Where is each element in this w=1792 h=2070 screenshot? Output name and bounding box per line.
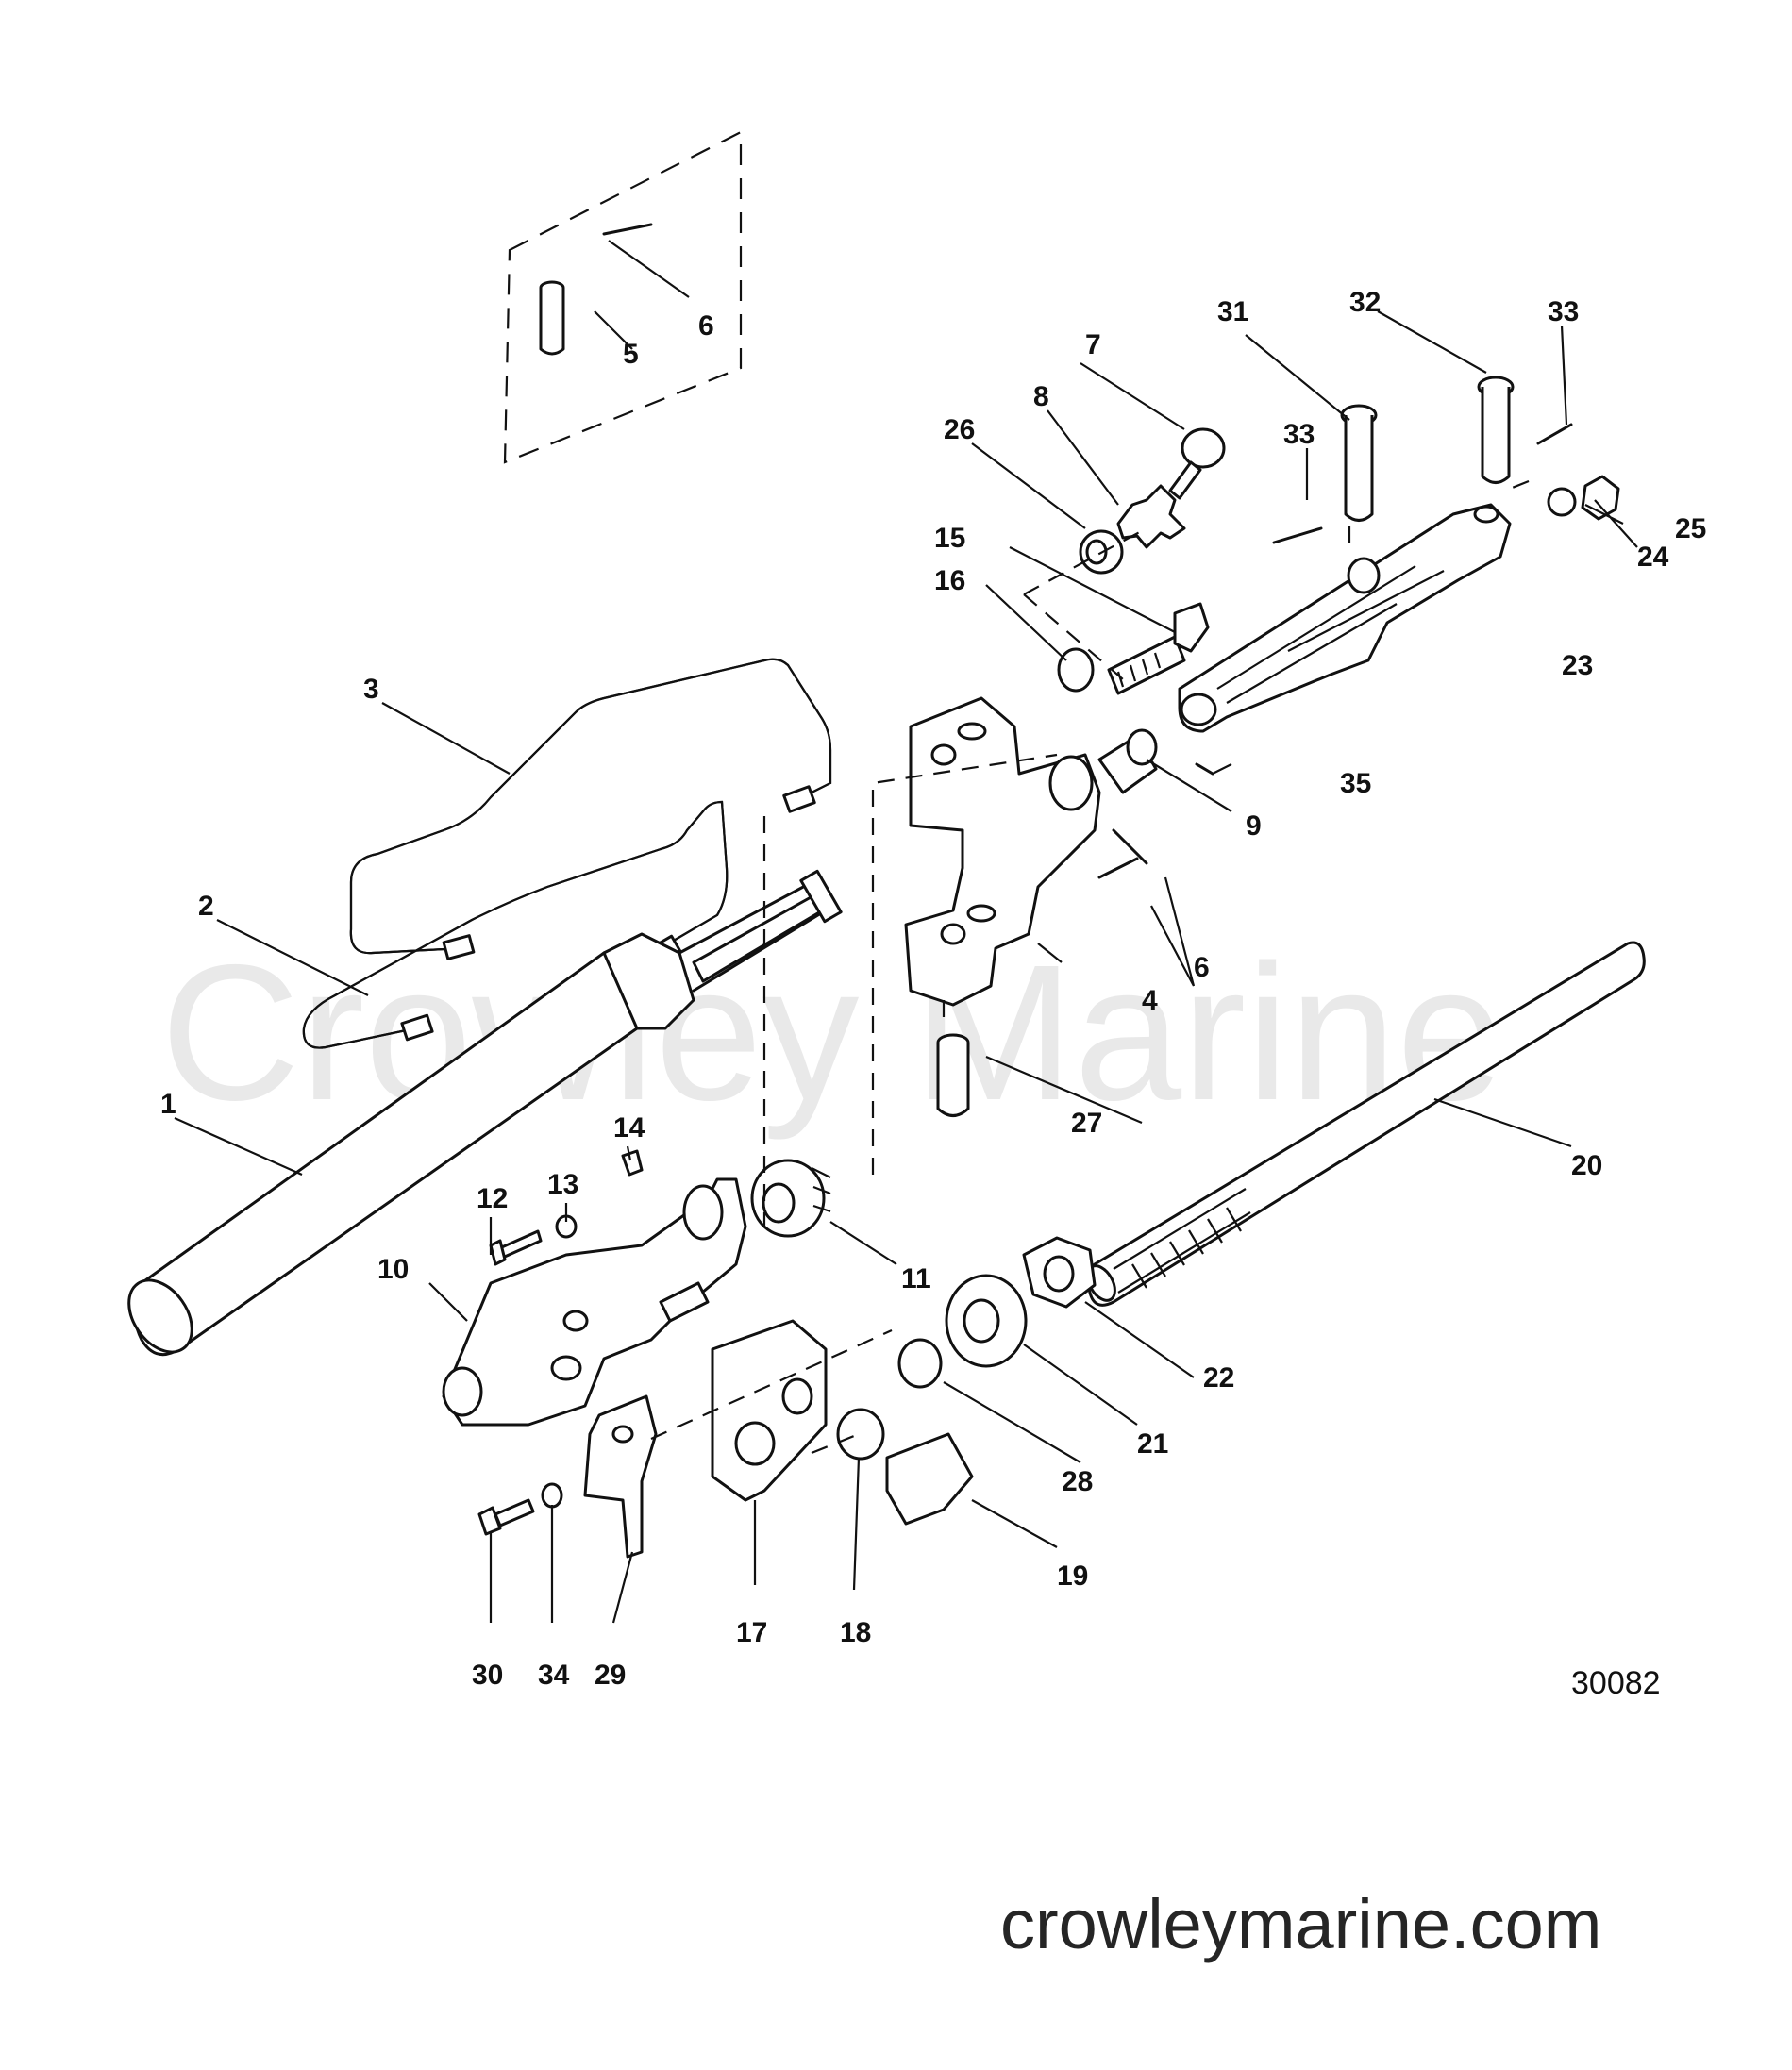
callout-10: 10 — [377, 1254, 409, 1285]
callout-4: 4 — [1142, 985, 1158, 1016]
part-4-bracket — [904, 696, 1101, 1007]
callout-15: 15 — [934, 523, 965, 554]
part-24-washer — [1547, 487, 1577, 517]
callout-8: 8 — [1033, 381, 1049, 412]
callout-32: 32 — [1349, 287, 1381, 318]
part-34-washer — [541, 1482, 563, 1509]
part-16-washer — [1057, 647, 1095, 693]
footer-site-url: crowleymarine.com — [1000, 1885, 1601, 1963]
part-32-clevis-pin — [1477, 376, 1515, 484]
callout-13: 13 — [547, 1169, 578, 1200]
callout-17: 17 — [736, 1617, 767, 1648]
part-8-star-washer — [1116, 484, 1186, 549]
callout-24: 24 — [1637, 542, 1669, 573]
callout-5: 5 — [623, 339, 639, 370]
part-10-control-valve — [442, 1177, 747, 1427]
part-18-lock-washer — [836, 1408, 885, 1461]
callout-18: 18 — [840, 1617, 871, 1648]
part-29-lock-plate — [583, 1394, 658, 1559]
part-5-pin — [539, 280, 565, 356]
assembly-lines — [650, 479, 1530, 1455]
part-28-washer — [897, 1338, 943, 1389]
callout-7: 7 — [1085, 329, 1101, 360]
callout-11: 11 — [901, 1263, 931, 1294]
part-3-fitting-a — [442, 934, 476, 960]
part-2-fitting-a — [400, 1013, 434, 1042]
inset-box — [503, 130, 743, 464]
part-17-clamp-block — [711, 1319, 828, 1502]
callout-28: 28 — [1062, 1466, 1093, 1497]
callout-35: 35 — [1340, 768, 1371, 799]
callout-30: 30 — [472, 1660, 503, 1691]
part-6-roll-pin-inset — [602, 223, 653, 236]
callout-6-inset: 6 — [698, 310, 714, 342]
callout-26: 26 — [944, 414, 975, 445]
part-22-nut — [1022, 1236, 1097, 1309]
part-14-fitting — [621, 1149, 644, 1177]
callout-9: 9 — [1246, 810, 1262, 842]
part-33-cotter-pin-b — [1536, 423, 1573, 445]
part-35-cotter-pin — [1195, 762, 1214, 776]
callout-20: 20 — [1571, 1150, 1602, 1181]
part-6-roll-pin-b — [1097, 857, 1139, 879]
callout-1: 1 — [160, 1089, 176, 1120]
part-7-knob — [1168, 427, 1226, 500]
callout-31: 31 — [1217, 296, 1248, 327]
part-23-steering-arm — [1178, 503, 1512, 733]
part-19-bolt — [885, 1432, 974, 1526]
callout-27: 27 — [1071, 1108, 1102, 1139]
callout-14: 14 — [613, 1112, 645, 1144]
callout-19: 19 — [1057, 1561, 1088, 1592]
part-11-seal — [750, 1159, 831, 1238]
callout-29: 29 — [595, 1660, 626, 1691]
callout-21: 21 — [1137, 1428, 1168, 1460]
callout-34: 34 — [538, 1660, 570, 1691]
callout-2: 2 — [198, 891, 214, 922]
part-27-pin — [936, 1033, 970, 1117]
callout-12: 12 — [477, 1183, 508, 1214]
part-6-roll-pin-a — [1112, 828, 1148, 865]
part-30-bolt — [477, 1498, 535, 1536]
part-15-bolt — [1107, 602, 1210, 695]
callout-23: 23 — [1562, 650, 1593, 681]
callout-25: 25 — [1675, 513, 1706, 544]
part-12-screw — [489, 1229, 543, 1266]
part-33-cotter-pin-a — [1272, 526, 1323, 544]
callout-16: 16 — [934, 565, 965, 596]
callout-22: 22 — [1203, 1362, 1234, 1394]
part-9-bushing — [1097, 728, 1158, 794]
part-2-tube-inner — [302, 800, 729, 1049]
callout-6: 6 — [1194, 952, 1210, 983]
leader-lines — [174, 240, 1638, 1624]
callout-3: 3 — [363, 674, 379, 705]
part-1-cylinder — [127, 869, 843, 1357]
watermark: Crowley Marine — [160, 925, 1504, 1141]
part-31-clevis-pin — [1340, 404, 1378, 522]
callout-33-a: 33 — [1283, 419, 1315, 450]
part-21-seal — [945, 1274, 1028, 1368]
part-3-tube-inner — [349, 658, 832, 955]
callout-33-b: 33 — [1548, 296, 1579, 327]
part-3-fitting-b — [782, 785, 816, 813]
diagram-id: 30082 — [1571, 1665, 1661, 1701]
